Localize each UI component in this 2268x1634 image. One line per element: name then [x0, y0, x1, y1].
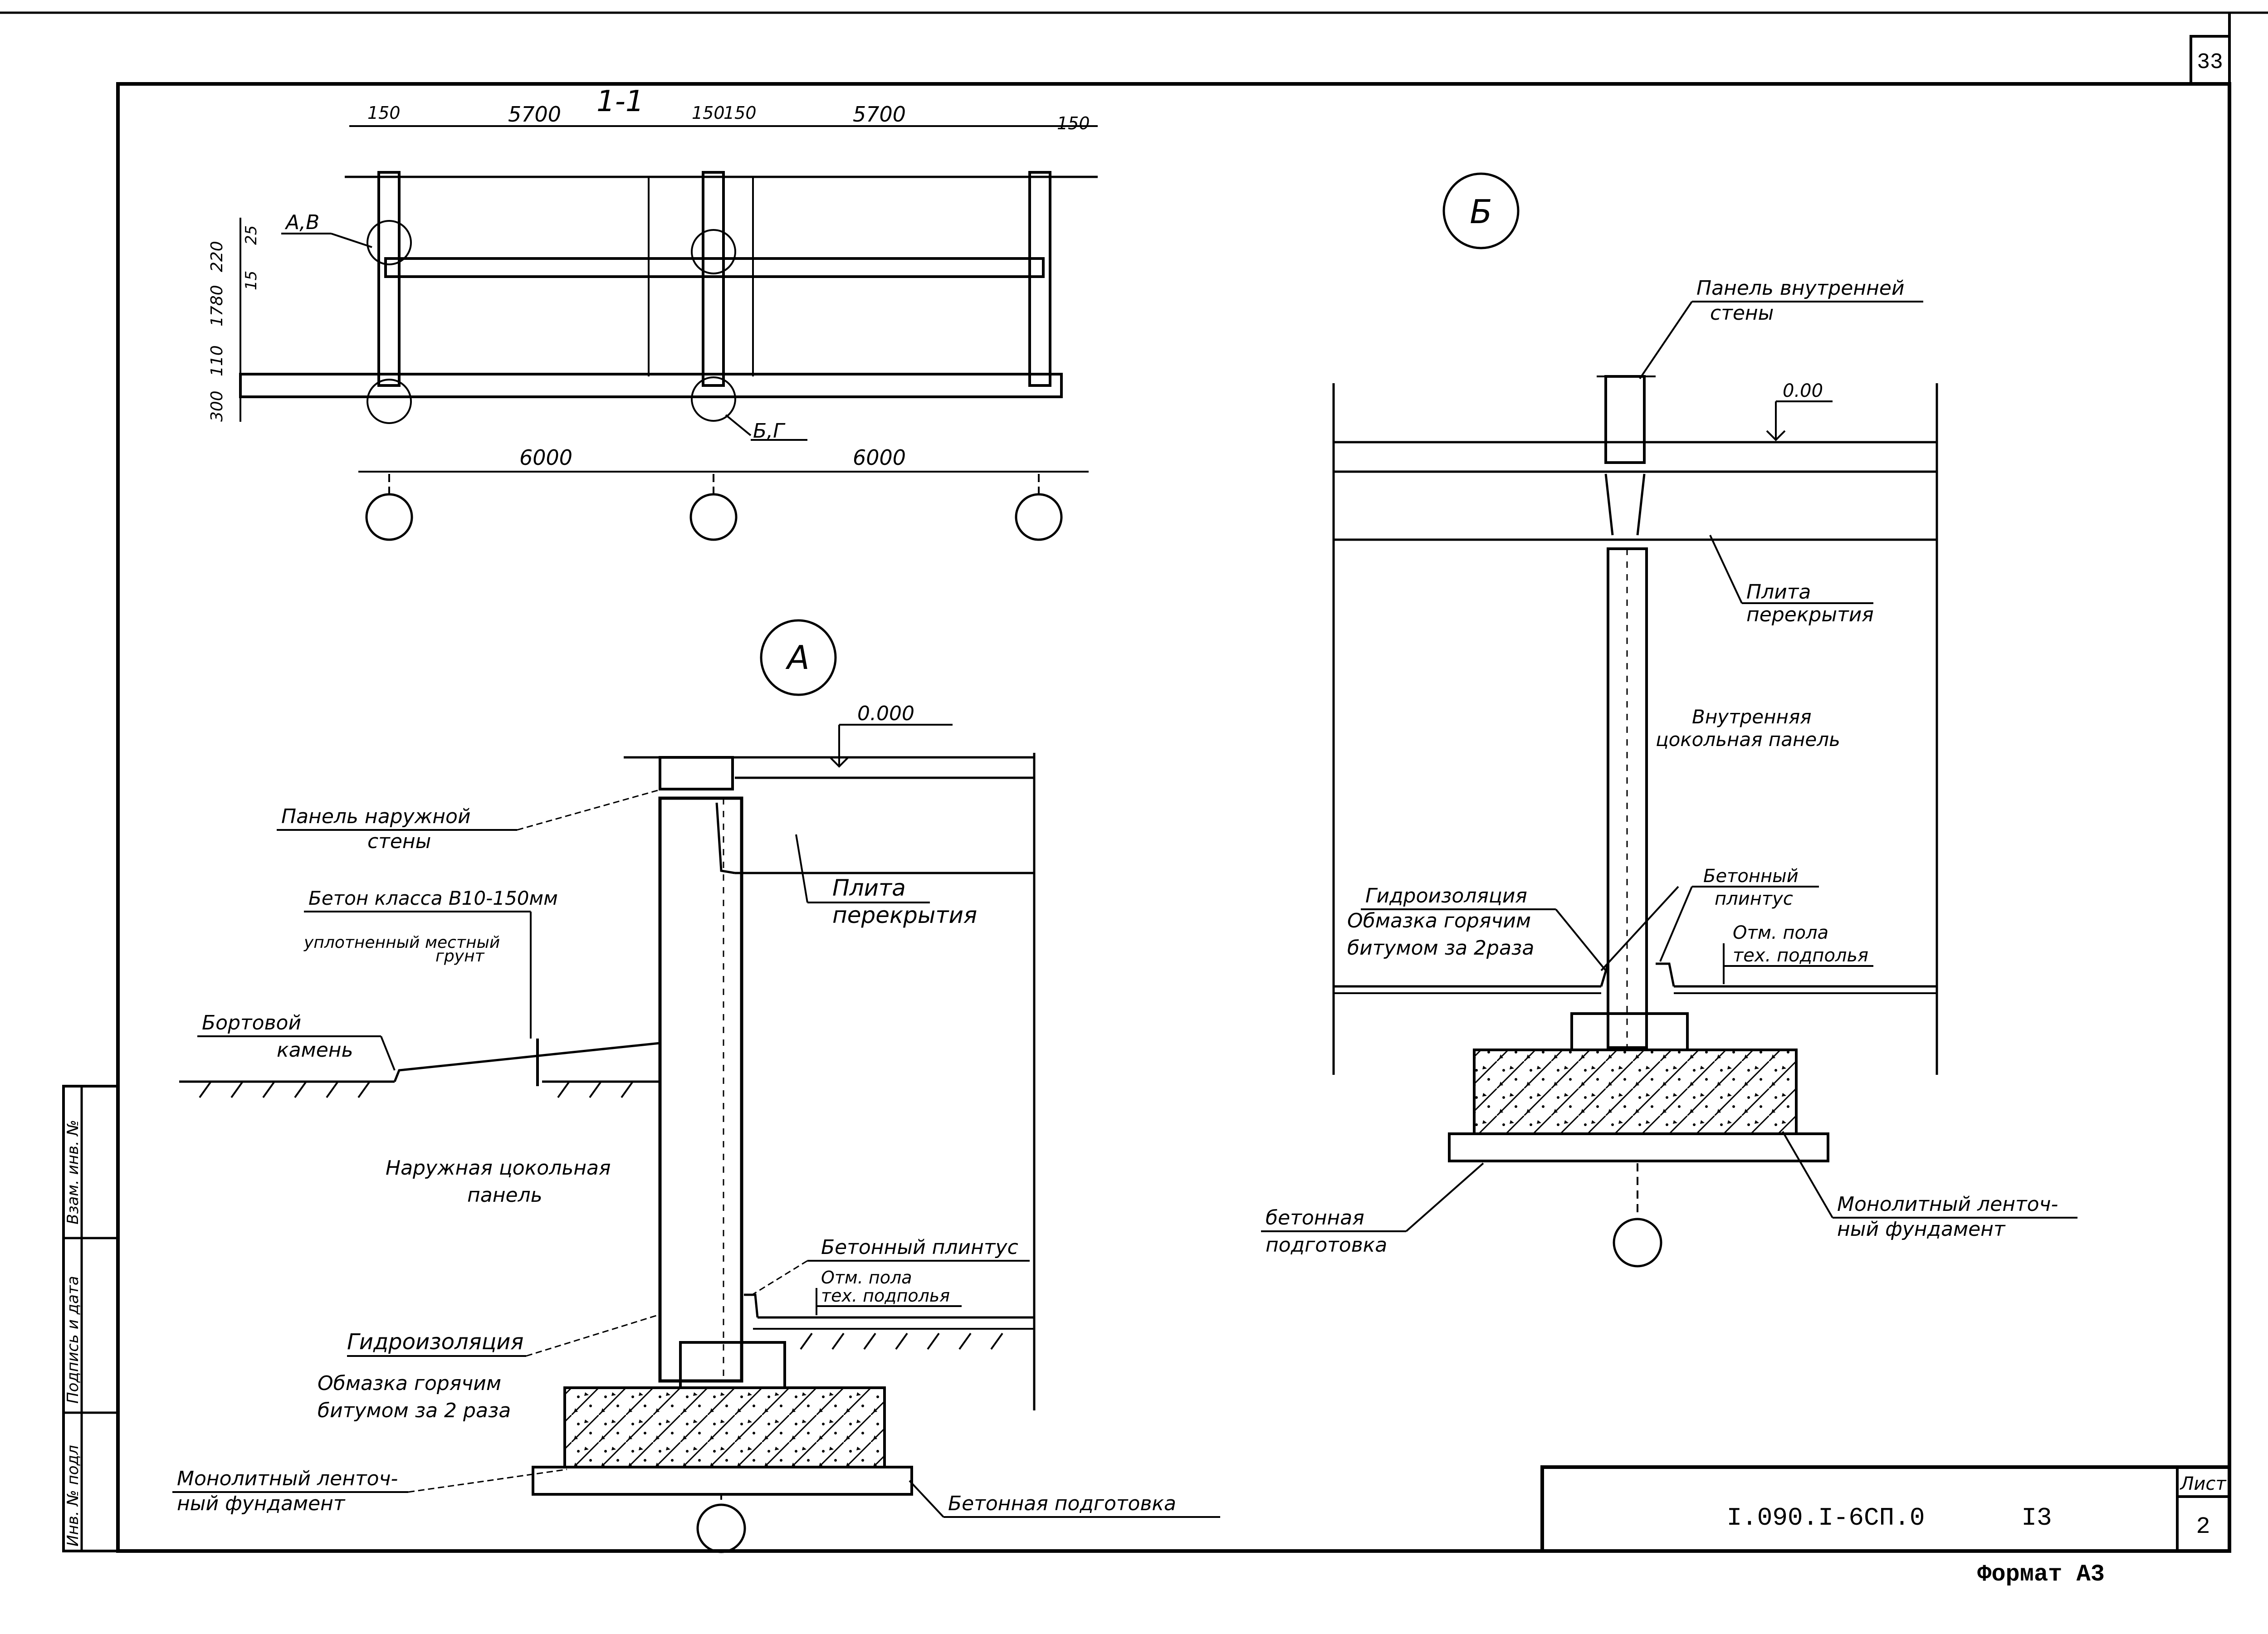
dim-top-0: 150: [367, 103, 401, 123]
dim-top-2: 150: [692, 103, 725, 123]
dim-bottom-1: 6000: [853, 445, 906, 470]
document-code: I.090.I-6СП.0: [1727, 1503, 1925, 1532]
a-plinth-panel-2: панель: [467, 1184, 543, 1207]
dim-top-3: 150: [723, 103, 757, 123]
detail-b-marker: Б: [1470, 193, 1492, 231]
stamp-inv-orig: Инв. № подл: [64, 1445, 82, 1546]
b-slab-2: перекрытия: [1746, 603, 1874, 626]
detail-b-level: 0.00: [1783, 380, 1823, 401]
sheet-number: 2: [2196, 1513, 2210, 1540]
dim-h-5: 300: [208, 390, 226, 422]
a-outer-panel-1: Панель наружной: [281, 805, 471, 828]
detail-a-marker: А: [785, 639, 809, 677]
a-soil-2: грунт: [435, 947, 485, 966]
callout-bg: Б,Г: [753, 419, 786, 443]
sheet-label: Лист: [2179, 1473, 2227, 1494]
section-title: 1-1: [596, 85, 644, 118]
a-waterproof: Гидроизоляция: [347, 1329, 523, 1355]
a-foundation-1: Монолитный ленточ-: [177, 1467, 398, 1490]
dim-top-4: 5700: [853, 102, 906, 127]
a-base: Бетонная подготовка: [948, 1492, 1176, 1515]
a-soil-1: уплотненный местный: [303, 933, 500, 952]
a-floor-mark-1: Отм. пола: [821, 1268, 912, 1288]
dim-bottom-0: 6000: [519, 445, 572, 470]
dim-h-1: 25: [242, 225, 260, 245]
a-curb-2: камень: [277, 1039, 353, 1062]
a-slab-1: Плита: [832, 875, 906, 901]
b-inner-panel-1: Панель внутренней: [1696, 277, 1905, 300]
b-waterproof-1: Гидроизоляция: [1365, 884, 1527, 907]
b-base-2: подготовка: [1266, 1234, 1387, 1257]
b-inner-panel-2: стены: [1710, 302, 1774, 325]
dim-top-1: 5700: [508, 102, 561, 127]
b-slab-1: Плита: [1746, 580, 1811, 604]
stamp-inv-repl: Взам. инв. №: [64, 1120, 82, 1224]
detail-a-foundation: [563, 1386, 886, 1468]
a-floor-mark-2: тех. подполья: [821, 1286, 950, 1306]
b-waterproof-3: битумом за 2раза: [1347, 937, 1534, 960]
b-plinth-panel-1: Внутренняя: [1692, 706, 1812, 728]
dim-top-5: 150: [1057, 113, 1090, 133]
dim-h-2: 15: [242, 271, 260, 290]
detail-b-foundation: [1473, 1049, 1798, 1135]
a-foundation-2: ный фундамент: [177, 1492, 346, 1515]
detail-a: А 0.000 Панель наружно: [172, 619, 1220, 1553]
section-1-1: 1-1 150 5700 150 150 5700 150 220 25 15 …: [208, 85, 1098, 541]
detail-a-level: 0.000: [857, 702, 914, 725]
b-foundation-2: ный фундамент: [1837, 1218, 2006, 1241]
title-block: Лист 2 I.090.I-6СП.0 I3: [1540, 1465, 2231, 1553]
b-foundation-1: Монолитный ленточ-: [1837, 1193, 2058, 1216]
a-curb-1: Бортовой: [202, 1011, 301, 1034]
b-base-1: бетонная: [1266, 1206, 1364, 1229]
a-plinth-panel-1: Наружная цокольная: [386, 1156, 611, 1180]
dim-h-0: 220: [208, 241, 226, 272]
b-floor-mark-1: Отм. пола: [1733, 922, 1828, 943]
callout-av: А,В: [284, 211, 319, 234]
dim-h-3: 1780: [208, 285, 226, 327]
b-floor-mark-2: тех. подполья: [1733, 945, 1868, 966]
sheet-frame: [0, 11, 2268, 1553]
a-slab-2: перекрытия: [832, 902, 977, 928]
detail-b: Б 0.00 Панель внутренней стены: [1261, 172, 2077, 1268]
side-stamp: Взам. инв. № Подпись и дата Инв. № подл: [62, 1085, 119, 1552]
a-coating-1: Обмазка горячим: [318, 1372, 501, 1395]
a-concrete: Бетон класса В10-150мм: [308, 887, 558, 909]
document-number: I3: [2021, 1503, 2052, 1532]
b-skirting-2: плинтус: [1715, 888, 1793, 909]
a-skirting: Бетонный плинтус: [821, 1236, 1018, 1259]
a-coating-2: битумом за 2 раза: [318, 1399, 511, 1422]
format-label: Формат А3: [1977, 1561, 2105, 1588]
dim-h-4: 110: [208, 345, 226, 376]
stamp-sign-date: Подпись и дата: [64, 1276, 82, 1404]
b-waterproof-2: Обмазка горячим: [1347, 909, 1531, 932]
page-number: 33: [2197, 50, 2223, 75]
a-outer-panel-2: стены: [367, 830, 431, 853]
b-plinth-panel-2: цокольная панель: [1656, 728, 1840, 751]
b-skirting-1: Бетонный: [1703, 866, 1799, 887]
